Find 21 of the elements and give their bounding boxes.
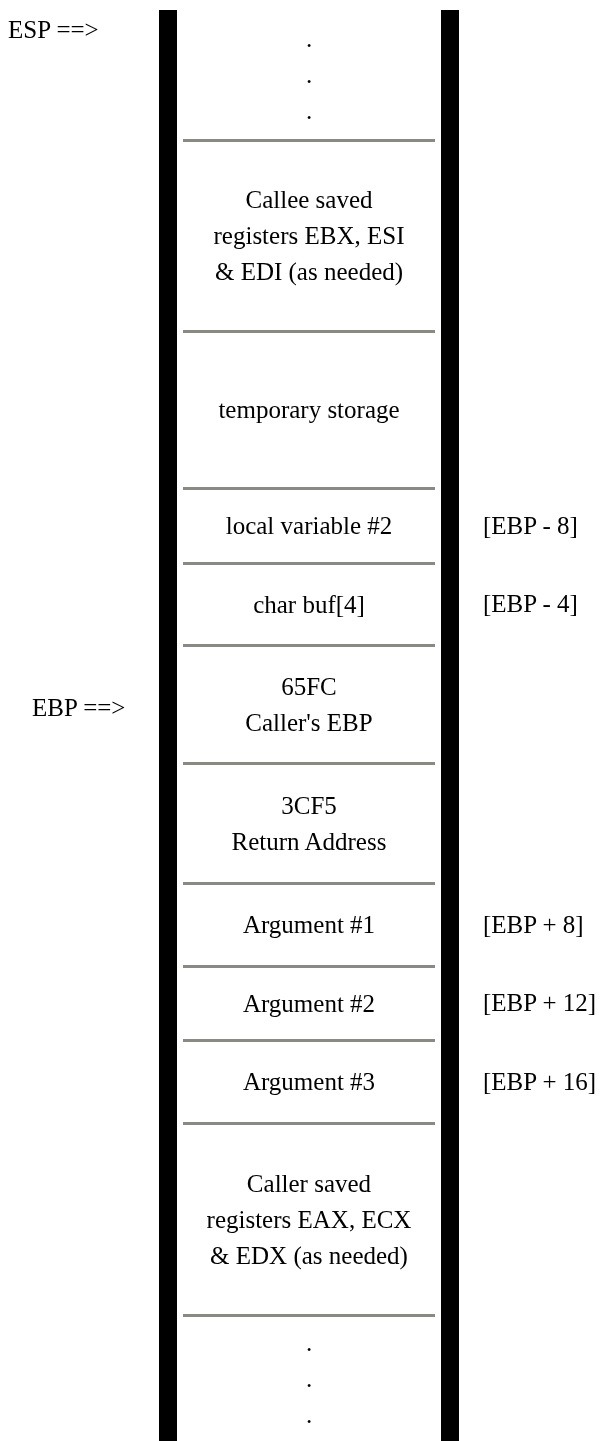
offset-label: [EBP + 12] bbox=[483, 988, 597, 1018]
offset-label: [EBP - 8] bbox=[483, 510, 578, 541]
slot-label: 3CF5 bbox=[281, 790, 337, 821]
pointer-label: ESP ==> bbox=[8, 15, 99, 45]
slot-label: temporary storage bbox=[218, 395, 400, 425]
slot-label: . . . bbox=[305, 1328, 313, 1430]
slot-label: 65FC bbox=[281, 671, 337, 702]
slot-label: Return Address bbox=[231, 826, 387, 857]
slot-label: Caller's EBP bbox=[245, 707, 373, 738]
offset-label: [EBP + 8] bbox=[483, 909, 584, 940]
offset-label: [EBP - 4] bbox=[483, 589, 578, 619]
slot-label: Caller saved registers EAX, ECX & EDX (as needed) bbox=[206, 1168, 412, 1272]
offset-label: [EBP + 16] bbox=[483, 1066, 597, 1097]
slot-label: char buf[4] bbox=[253, 589, 365, 620]
pointer-label: EBP ==> bbox=[32, 693, 126, 723]
slot-label: Argument #1 bbox=[242, 910, 376, 940]
slot-label: Callee saved registers EBX, ESI & EDI (as needed) bbox=[212, 185, 406, 288]
slot-label: local variable #2 bbox=[225, 511, 393, 541]
slot-label: Argument #3 bbox=[242, 1067, 376, 1097]
slot-label: . . . bbox=[305, 23, 313, 126]
slot-label: Argument #2 bbox=[242, 988, 376, 1019]
